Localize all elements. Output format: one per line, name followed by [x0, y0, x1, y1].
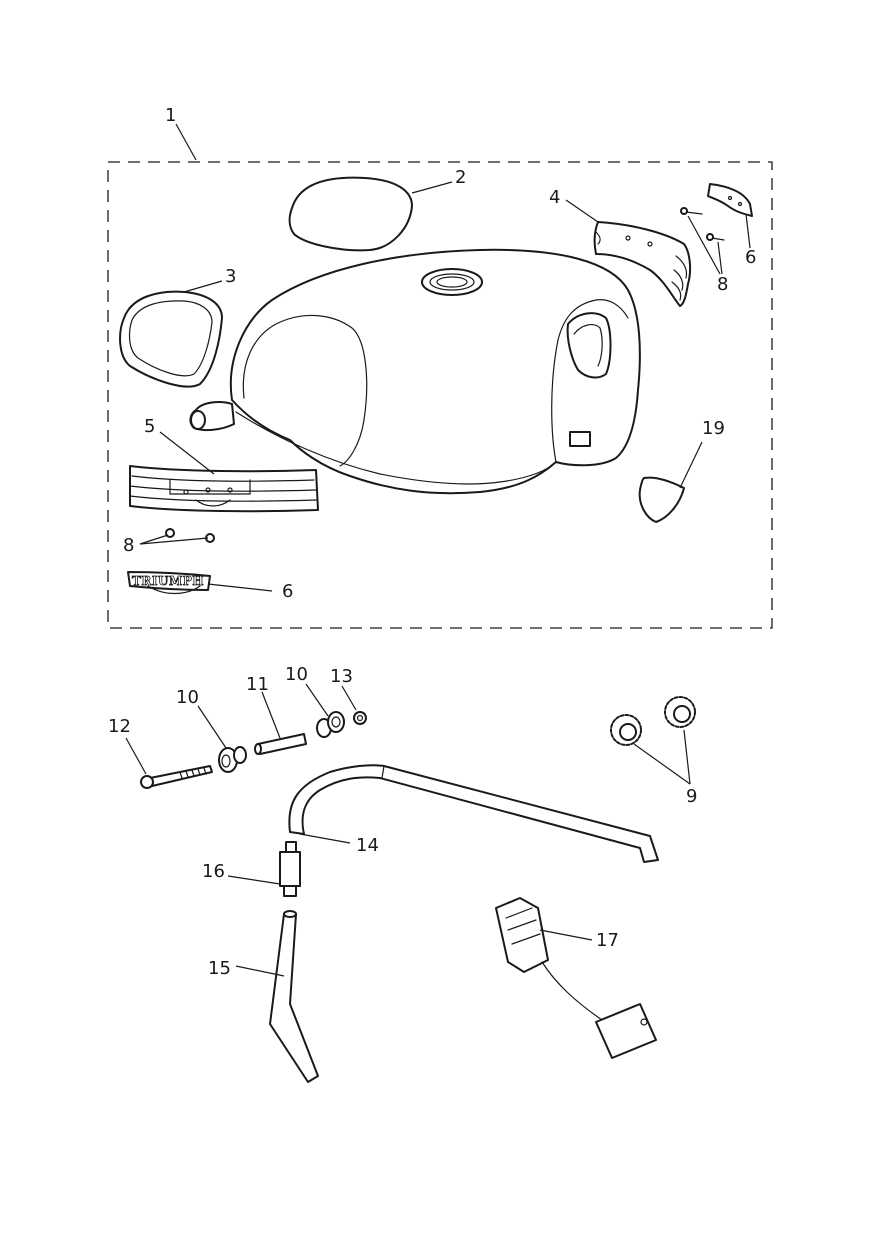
svg-text:11: 11 [246, 674, 269, 695]
svg-text:14: 14 [356, 835, 379, 856]
svg-text:5: 5 [144, 416, 155, 437]
grommet-2[interactable] [664, 696, 696, 728]
callout-3: 3 [183, 266, 236, 293]
svg-text:16: 16 [202, 861, 225, 882]
svg-text:8: 8 [717, 274, 728, 295]
callout-8-lower: 8 [123, 534, 209, 556]
svg-text:8: 8 [123, 535, 134, 556]
svg-text:6: 6 [745, 247, 756, 268]
callout-10-right: 10 [285, 664, 329, 717]
svg-text:6: 6 [282, 581, 293, 602]
callout-19: 19 [679, 418, 725, 489]
spacer-tube[interactable] [254, 733, 307, 755]
tank-strap-front[interactable] [129, 465, 319, 513]
nut[interactable] [353, 711, 367, 725]
svg-text:4: 4 [549, 187, 560, 208]
callout-2: 2 [411, 167, 466, 194]
svg-text:10: 10 [176, 687, 199, 708]
kit-boundary-box [107, 161, 773, 629]
callout-1: 1 [165, 105, 197, 161]
breather-hose[interactable] [288, 764, 659, 863]
svg-text:12: 12 [108, 716, 131, 737]
callout-15: 15 [208, 958, 285, 979]
screw-upper-1[interactable] [680, 207, 703, 215]
screw-upper-2[interactable] [706, 233, 725, 241]
callout-17: 17 [539, 929, 619, 951]
fuel-tank[interactable] [189, 248, 641, 495]
callout-6-upper: 6 [745, 213, 756, 268]
svg-text:TRIUMPH: TRIUMPH [132, 574, 204, 588]
svg-text:15: 15 [208, 958, 231, 979]
svg-text:10: 10 [285, 664, 308, 685]
drain-hose[interactable] [269, 910, 319, 1083]
callout-9: 9 [633, 729, 697, 807]
svg-text:13: 13 [330, 666, 353, 687]
grommet-1[interactable] [610, 714, 642, 746]
callout-13: 13 [330, 666, 357, 711]
knee-pad-upper[interactable] [288, 176, 413, 252]
callout-5: 5 [144, 416, 215, 475]
bolt[interactable] [140, 765, 213, 789]
callout-12: 12 [108, 716, 147, 775]
fuel-level-sender[interactable] [495, 897, 657, 1059]
callout-4: 4 [549, 187, 599, 223]
tank-strap-rear[interactable] [593, 221, 692, 307]
triumph-badge[interactable]: TRIUMPH [127, 571, 211, 595]
badge-bracket-small[interactable] [707, 183, 753, 217]
bushing-left[interactable] [218, 746, 247, 773]
bushing-right[interactable] [316, 711, 345, 738]
svg-text:9: 9 [686, 786, 697, 807]
callout-16: 16 [202, 861, 281, 885]
callout-8-upper: 8 [687, 215, 728, 295]
svg-text:2: 2 [455, 167, 466, 188]
svg-text:19: 19 [702, 418, 725, 439]
callout-6-lower: 6 [207, 581, 293, 602]
callout-11: 11 [246, 674, 281, 739]
knee-pad-left[interactable] [119, 290, 223, 388]
callout-14: 14 [299, 833, 379, 856]
svg-text:1: 1 [165, 105, 176, 126]
svg-text:3: 3 [225, 266, 236, 287]
check-valve[interactable] [279, 841, 301, 897]
callout-10-left: 10 [176, 687, 227, 749]
svg-text:17: 17 [596, 930, 619, 951]
rubber-pad[interactable] [638, 476, 685, 523]
